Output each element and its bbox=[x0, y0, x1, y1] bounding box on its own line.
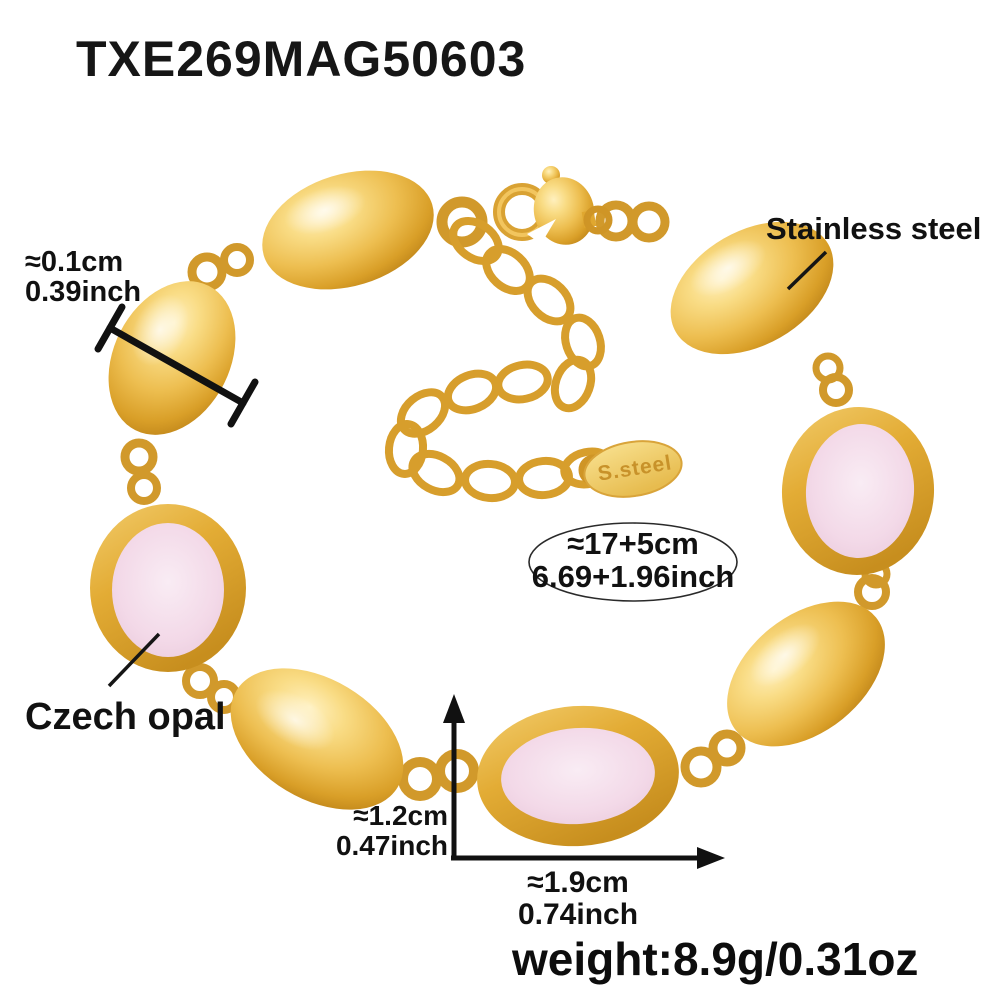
opal-height-inch: 0.47inch bbox=[335, 829, 448, 861]
bead-diameter-cm: ≈0.1cm bbox=[25, 246, 124, 278]
stone-label: Czech opal bbox=[25, 696, 226, 738]
opal-width-cm: ≈1.9cm bbox=[527, 866, 629, 899]
gold-beads bbox=[108, 170, 885, 810]
gold-bead-bottom-right bbox=[727, 601, 885, 747]
opal-height-label: ≈1.2cm 0.47inch bbox=[300, 801, 448, 861]
product-code: TXE269MAG50603 bbox=[76, 31, 527, 87]
material-label: Stainless steel bbox=[766, 211, 982, 246]
opal-bottom-stone bbox=[501, 727, 655, 825]
length-annotation-ellipse bbox=[528, 522, 738, 602]
chain-length-label: ≈17+5cm 6.69+1.96inch bbox=[529, 527, 737, 594]
chain-length-inch: 6.69+1.96inch bbox=[531, 559, 735, 595]
opal-left-stone bbox=[112, 523, 224, 657]
size-arrows bbox=[443, 694, 725, 869]
extension-chain bbox=[384, 217, 616, 503]
stone-leader-line bbox=[107, 632, 161, 688]
brand-tag bbox=[578, 440, 683, 498]
opal-height-cm: ≈1.2cm bbox=[353, 800, 448, 831]
bead-diameter-inch: 0.39inch bbox=[25, 276, 142, 309]
opal-width-label: ≈1.9cm 0.74inch bbox=[493, 866, 663, 932]
material-leader-line bbox=[786, 250, 828, 291]
bead-diameter-label: ≈0.1cm 0.39inch bbox=[25, 247, 141, 308]
lobster-clasp-icon bbox=[493, 166, 613, 245]
weight-label: weight:8.9g/0.31oz bbox=[512, 933, 919, 985]
opal-stones bbox=[90, 407, 935, 847]
link-rings bbox=[120, 196, 891, 801]
opal-width-inch: 0.74inch bbox=[517, 898, 639, 932]
bead-dimension-line bbox=[94, 303, 259, 428]
gold-bead-top-left bbox=[262, 170, 434, 290]
chain-length-cm: ≈17+5cm bbox=[567, 526, 699, 561]
opal-right-stone bbox=[805, 424, 915, 558]
